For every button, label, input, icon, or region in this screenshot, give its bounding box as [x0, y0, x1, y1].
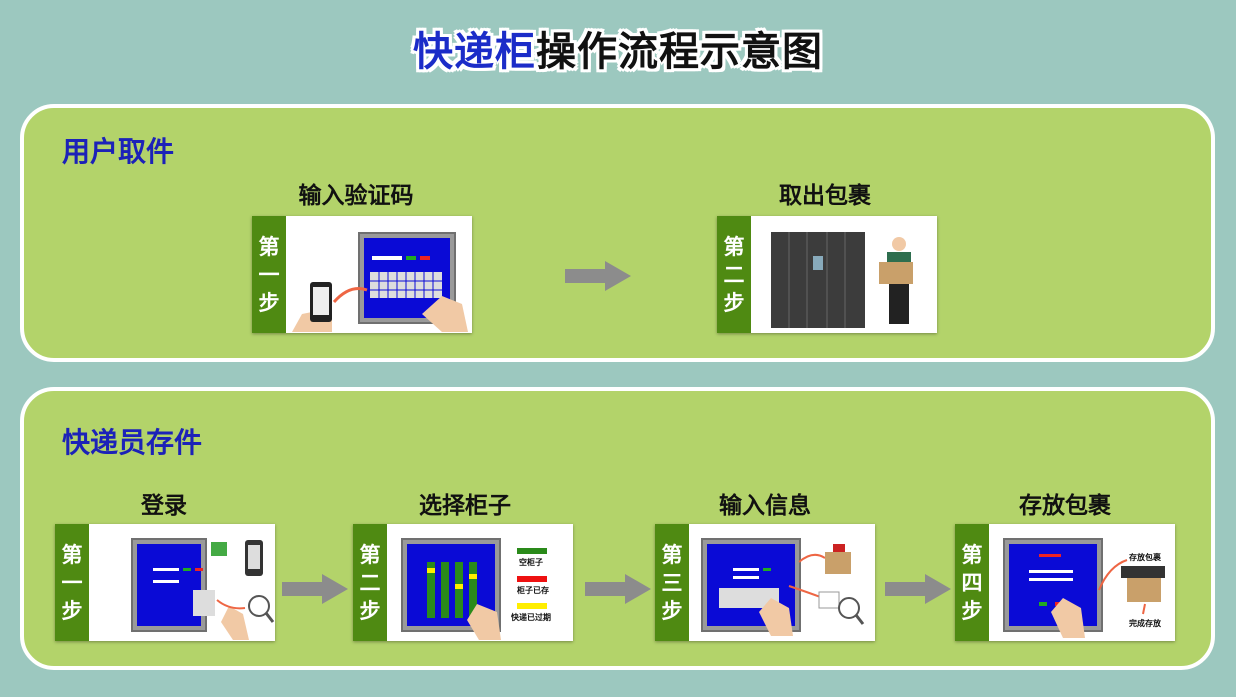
arrow-icon: [885, 574, 951, 604]
step-tab: 第三步: [655, 524, 689, 641]
title-rest: 操作流程示意图: [536, 29, 823, 75]
step-card-login: 第一步: [55, 524, 275, 641]
legend-expired: 快递已过期: [511, 613, 551, 622]
step-card-enter-code: 第一步: [252, 216, 472, 333]
arrow-icon: [585, 574, 651, 604]
step-tab: 第一步: [252, 216, 286, 333]
step-card-store-parcel: 第四步 存放包裹 完成存放: [955, 524, 1175, 641]
finger-icon: [467, 604, 501, 640]
locker-person-icon: [771, 232, 913, 328]
step-title-login: 登录: [141, 493, 187, 519]
step-tab: 第二步: [353, 524, 387, 641]
legend-swatch-expired: [517, 603, 547, 609]
info-form-icon: [719, 568, 779, 608]
arrow-icon: [565, 261, 631, 291]
step-title-store-parcel: 存放包裹: [1019, 493, 1111, 519]
user-pickup-panel: 用户取件: [20, 104, 1215, 362]
step-card-choose-locker: 第二步 空柜子 柜子已存 快递已过期: [353, 524, 573, 641]
step-title-enter-info: 输入信息: [719, 493, 811, 519]
step-tab: 第二步: [717, 216, 751, 333]
step-tab: 第四步: [955, 524, 989, 641]
title-highlight: 快递柜: [413, 29, 536, 75]
step-title-enter-code: 输入验证码: [298, 183, 414, 209]
arrow-icon: [282, 574, 348, 604]
step-title-choose-locker: 选择柜子: [419, 493, 511, 519]
login-illustration-icon: [153, 540, 275, 640]
store-box-icon: [1051, 559, 1165, 638]
phone-hand-icon: [292, 282, 468, 332]
diagram-title: 快递柜操作流程示意图: [0, 26, 1236, 78]
step-title-take-parcel: 取出包裹: [779, 183, 871, 209]
kiosk-screen: [358, 232, 456, 324]
legend-occupied: 柜子已存: [517, 586, 549, 595]
locker-grid-icon: [427, 562, 477, 618]
step-card-take-parcel: 第二步: [717, 216, 937, 333]
legend-empty: 空柜子: [519, 558, 543, 567]
note-store-parcel: 存放包裹: [1129, 553, 1161, 562]
legend-swatch-occupied: [517, 576, 547, 582]
note-finish: 完成存放: [1129, 619, 1161, 628]
step-tab: 第一步: [55, 524, 89, 641]
kiosk-screen: [131, 538, 207, 632]
step-card-enter-info: 第三步: [655, 524, 875, 641]
legend-swatch-empty: [517, 548, 547, 554]
keypad-icon: [370, 256, 442, 298]
section-heading-pickup: 用户取件: [62, 135, 175, 168]
section-heading-store: 快递员存件: [62, 426, 203, 459]
parcel-search-icon: [759, 544, 865, 636]
